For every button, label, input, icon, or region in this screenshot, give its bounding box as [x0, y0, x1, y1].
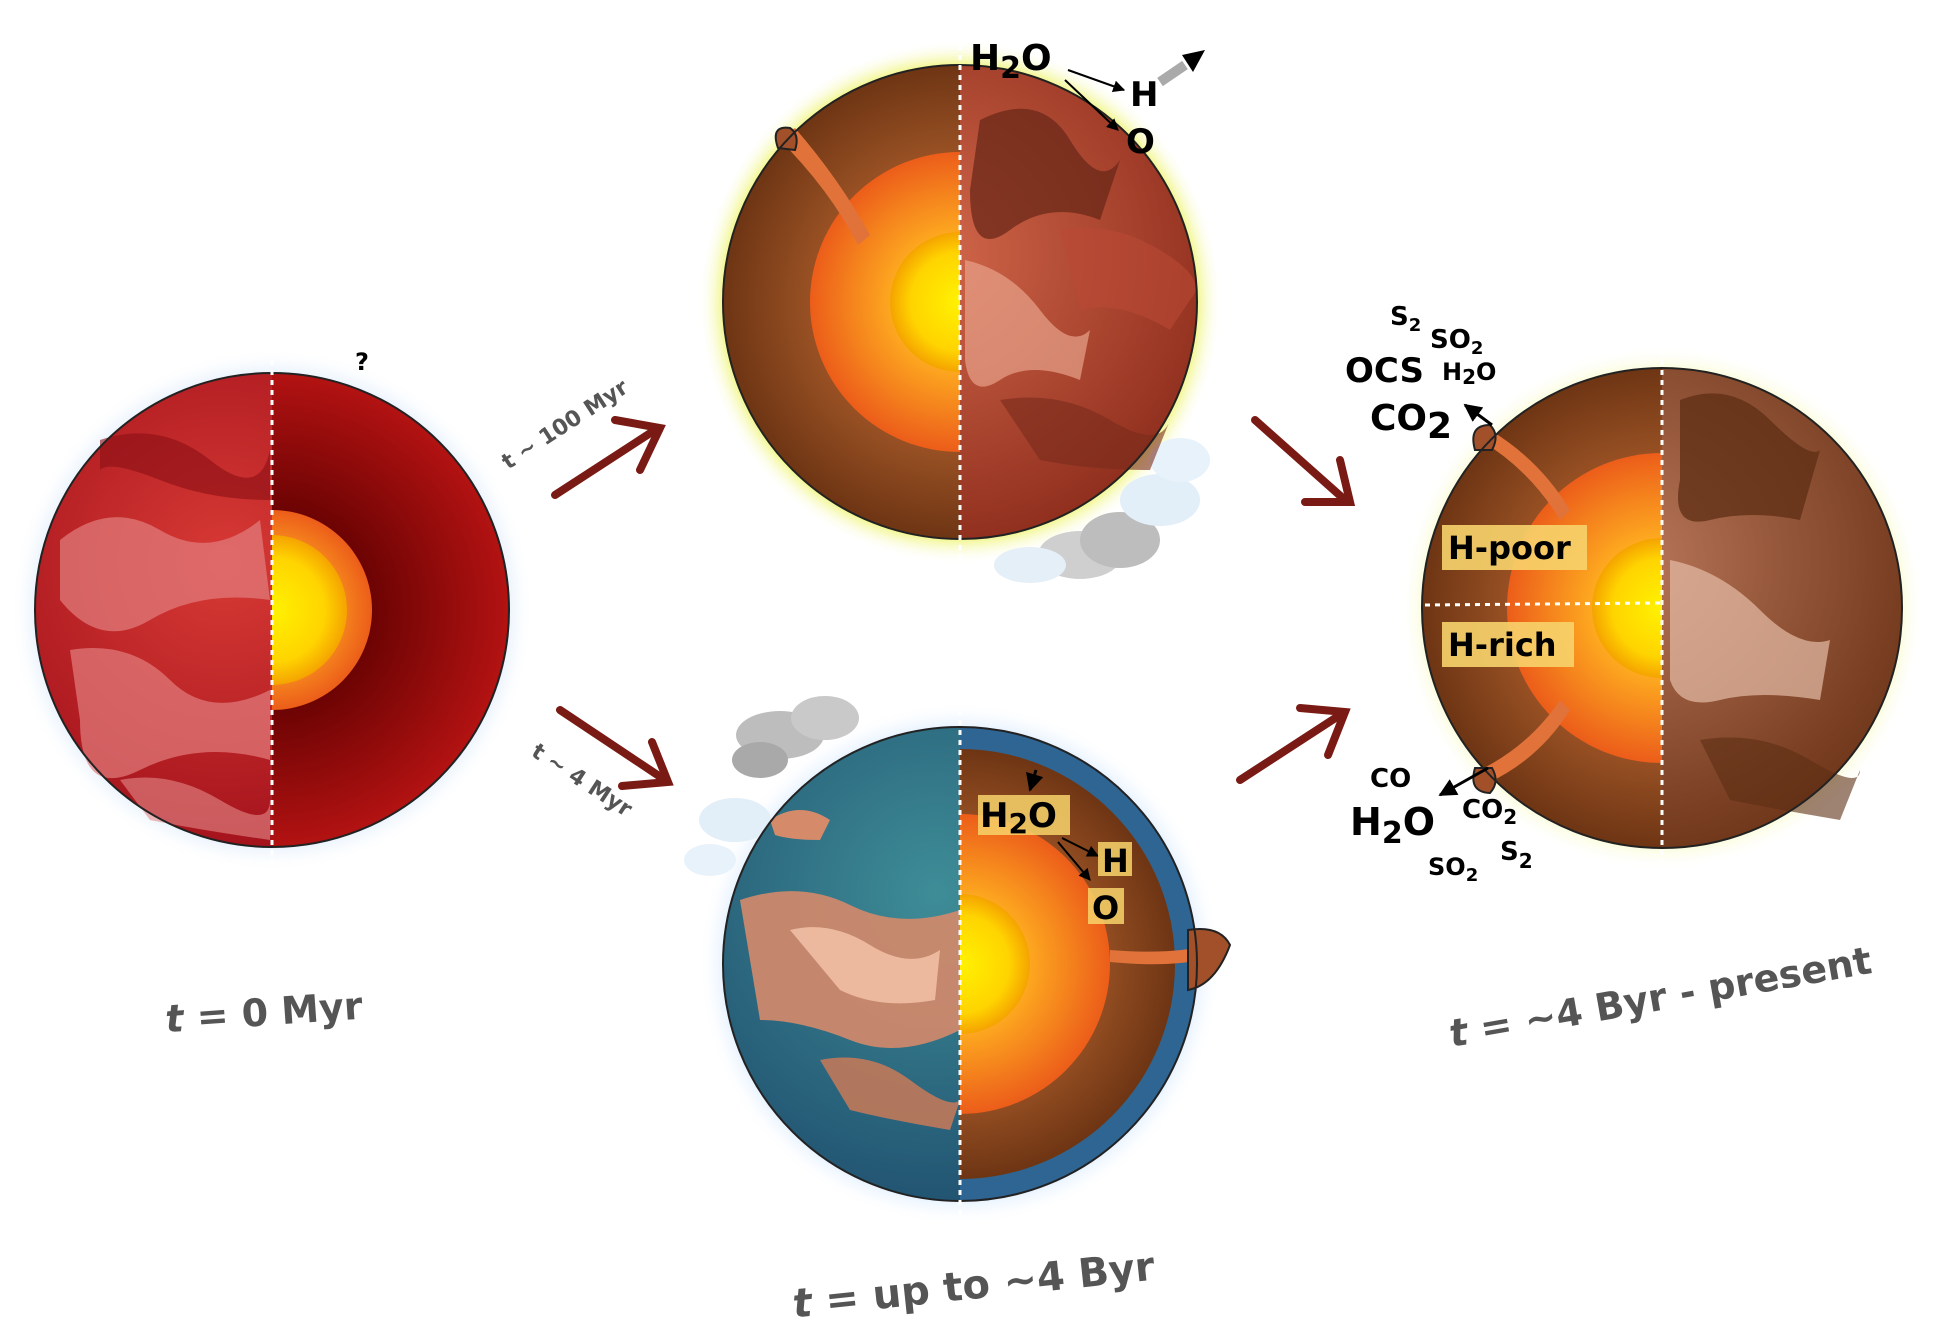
arrow-icon	[1236, 704, 1351, 784]
arrow-icon	[1251, 416, 1356, 506]
planet-initial-interior	[272, 373, 509, 847]
gas-h2o-bottom: H2O	[1350, 800, 1435, 851]
h-poor-box	[1442, 525, 1587, 570]
arrow-h2o-to-h-top	[1067, 69, 1126, 93]
question-mark: ?	[355, 348, 369, 376]
arrow-icon	[556, 706, 674, 790]
planet-initial-surface	[35, 373, 272, 847]
time-label-initial: t = 0 Myr	[164, 984, 364, 1042]
arrow-outgas-top	[1463, 403, 1493, 427]
h-label-bottom: H	[1102, 842, 1129, 880]
cloud-icon	[994, 438, 1210, 583]
arrow-outgas-bottom	[1438, 766, 1489, 797]
gas-co2-top: CO2	[1370, 398, 1452, 447]
h-rich-label: H-rich	[1448, 626, 1557, 664]
h-rich-box	[1442, 622, 1574, 667]
planet-steam-atmosphere: H2O H O	[698, 35, 1222, 590]
arrow-h2o-to-o-top	[1064, 79, 1119, 131]
h2o-label-top: H2O	[970, 38, 1052, 86]
arrow-rain-icon	[1026, 769, 1044, 792]
gas-so2-top: SO2	[1430, 325, 1483, 359]
gas-h2o-top: H2O	[1442, 358, 1496, 389]
h-label-top: H	[1130, 75, 1158, 115]
planet-ocean: H2O H O	[684, 680, 1232, 1226]
planet-present: H-poor H-rich S2 SO2 OCS H2O CO2 CO H2O …	[1345, 302, 1924, 886]
h2o-label-bottom: H2O	[980, 796, 1057, 840]
arrow-h2o-to-h-bottom	[1061, 837, 1100, 857]
planet-present-interior	[1422, 368, 1662, 848]
gas-so2-bottom: SO2	[1428, 853, 1478, 886]
cloud-icon	[684, 696, 859, 876]
gas-co2-bottom: CO2	[1462, 795, 1517, 829]
o-label-bottom: O	[1092, 889, 1119, 927]
time-label-present: t = ~4 Byr - present	[1446, 938, 1875, 1056]
arrow-icon	[551, 416, 666, 499]
planet-ocean-surface	[723, 727, 960, 1201]
planet-steam-interior	[723, 65, 960, 539]
h2o-highlight-bottom	[978, 795, 1070, 835]
planet-steam-surface	[960, 65, 1197, 539]
escape-arrow-icon	[1157, 50, 1205, 87]
planet-initial: ?	[10, 330, 534, 885]
planet-present-surface	[1662, 368, 1902, 848]
gas-s2-bottom: S2	[1500, 837, 1533, 873]
o-label-top: O	[1126, 122, 1155, 162]
gas-ocs-top: OCS	[1345, 351, 1424, 391]
time-label-ocean: t = up to ~4 Byr	[790, 1244, 1157, 1328]
gas-co-bottom: CO	[1370, 764, 1411, 794]
arrow-h2o-to-o-bottom	[1057, 841, 1091, 881]
h-poor-label: H-poor	[1448, 529, 1571, 567]
gas-s2-top: S2	[1390, 302, 1421, 336]
